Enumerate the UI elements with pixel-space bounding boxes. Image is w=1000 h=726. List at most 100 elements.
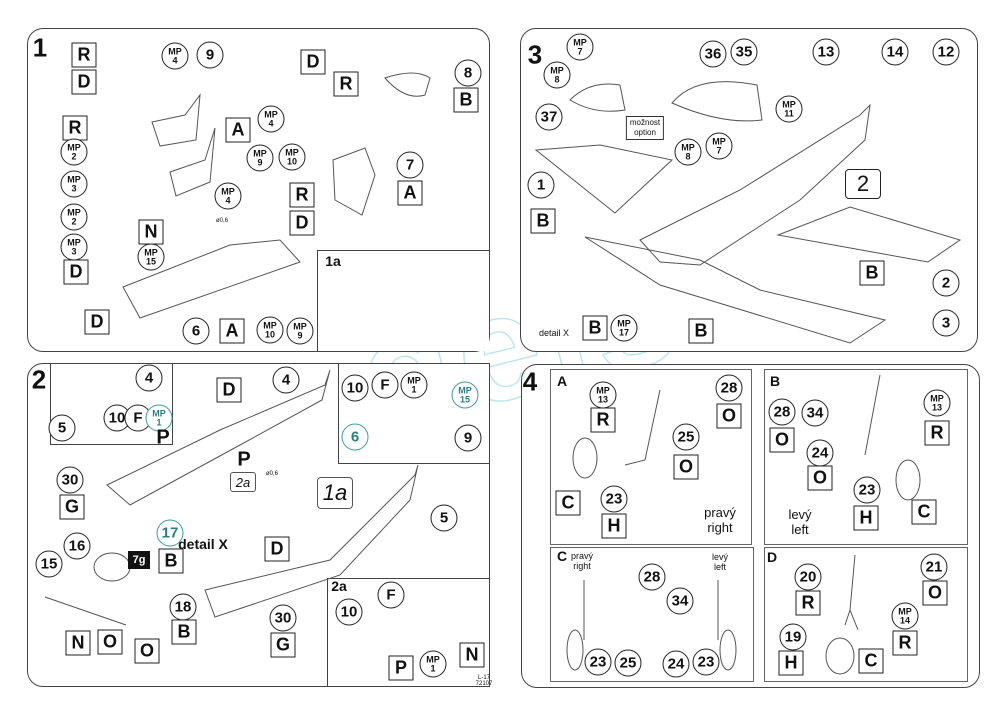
part-number-callout: 5 xyxy=(430,504,458,532)
sprue-letter-box: R xyxy=(795,590,821,616)
part-number-callout: 30 xyxy=(269,604,297,632)
part-number-callout: 17 xyxy=(156,519,184,547)
part-number-callout: 12 xyxy=(932,38,960,66)
masked-part-callout: MP 10 xyxy=(278,143,306,171)
part-number-callout: 18 xyxy=(169,593,197,621)
sprue-letter-box: H xyxy=(778,650,804,676)
strut-a xyxy=(624,389,661,466)
sprue-letter-box: D xyxy=(264,536,290,562)
sprue-letter-box: B xyxy=(171,619,197,645)
label-text: D xyxy=(766,549,778,565)
sprue-letter-box: B xyxy=(530,208,556,234)
masked-part-callout: MP 15 xyxy=(137,243,165,271)
sprue-letter-box: B xyxy=(453,87,479,113)
masked-part-callout: MP 13 xyxy=(589,381,617,409)
wheel-c-left xyxy=(566,629,584,671)
wheel-d xyxy=(825,637,855,675)
part-number-callout: 20 xyxy=(794,563,822,591)
part-number-callout: 3 xyxy=(932,309,960,337)
sprue-letter-box: N xyxy=(459,642,485,668)
part-number-callout: 25 xyxy=(672,423,700,451)
step-number: 1 xyxy=(32,32,48,63)
detail-reference-box: 1a xyxy=(317,477,353,509)
canopy-open xyxy=(569,83,626,112)
masked-part-callout: MP 3 xyxy=(60,233,88,261)
masked-part-callout: MP 9 xyxy=(246,144,274,172)
sprue-letter-box: C xyxy=(858,648,884,674)
dimension-note: ø0,6 xyxy=(215,218,229,224)
part-number-callout: 4 xyxy=(135,364,163,392)
small-label: detail X xyxy=(538,328,570,338)
step-number: 2 xyxy=(31,364,47,395)
masked-part-callout: MP 17 xyxy=(610,314,638,342)
masked-part-callout: MP 1 xyxy=(419,650,447,678)
masked-part-callout: MP 14 xyxy=(891,602,919,630)
masked-part-callout: MP 15 xyxy=(451,381,479,409)
label-text: detail X xyxy=(178,536,228,552)
part-number-callout: 23 xyxy=(600,485,628,513)
sprue-letter-box: G xyxy=(59,494,85,520)
side-label: pravý right xyxy=(704,505,736,535)
masked-part-callout: MP 3 xyxy=(60,170,88,198)
small-label: pravý right xyxy=(570,551,594,571)
part-number-callout: 28 xyxy=(638,563,666,591)
inset-1a xyxy=(317,250,489,351)
part-letter: P xyxy=(237,448,251,471)
part-number-callout: 15 xyxy=(35,550,63,578)
part-number-callout: F xyxy=(371,371,399,399)
instrument-panel xyxy=(332,147,376,216)
canopy-glare xyxy=(384,72,431,97)
part-number-callout: 28 xyxy=(768,398,796,426)
side-label: levý left xyxy=(788,507,812,537)
sprue-letter-box: B xyxy=(158,548,184,574)
sprue-letter-box: R xyxy=(924,420,950,446)
weight-badge: 7g xyxy=(128,551,150,569)
fuselage xyxy=(639,103,871,266)
part-number-callout: 35 xyxy=(730,38,758,66)
sprue-letter-box: R xyxy=(892,630,918,656)
part-number-callout: 8 xyxy=(454,59,482,87)
fuselage-half-right xyxy=(204,464,419,618)
part-number-callout: 6 xyxy=(341,423,369,451)
part-number-callout: 34 xyxy=(666,587,694,615)
spinner xyxy=(93,552,131,582)
part-number-callout: 21 xyxy=(920,553,948,581)
masked-part-callout: MP 4 xyxy=(257,105,285,133)
part-number-callout: 10 xyxy=(335,598,363,626)
part-number-callout: 25 xyxy=(614,649,642,677)
part-number-box: 2 xyxy=(845,169,881,199)
part-number-callout: 10 xyxy=(103,404,131,432)
part-number-callout: 37 xyxy=(535,103,563,131)
sprue-letter-box: D xyxy=(84,309,110,335)
wheel-c-right xyxy=(719,629,737,671)
sprue-letter-box: D xyxy=(63,259,89,285)
sprue-letter-box: R xyxy=(71,42,97,68)
masked-part-callout: MP 9 xyxy=(286,317,314,345)
small-label: levý left xyxy=(711,552,729,572)
sprue-letter-box: B xyxy=(582,315,608,341)
strut-d xyxy=(844,554,859,631)
seat-rear xyxy=(169,127,216,197)
part-number-callout: F xyxy=(377,581,405,609)
label-text: 1a xyxy=(325,253,341,269)
part-number-callout: 6 xyxy=(182,317,210,345)
masked-part-callout: MP 8 xyxy=(674,138,702,166)
part-number-callout: 9 xyxy=(196,41,224,69)
sprue-letter-box: O xyxy=(673,454,699,480)
part-number-callout: 23 xyxy=(853,476,881,504)
sprue-letter-box: O xyxy=(97,629,123,655)
sprue-letter-box: G xyxy=(270,632,296,658)
part-number-callout: 24 xyxy=(806,439,834,467)
right-wing xyxy=(776,206,962,263)
sprue-letter-box: A xyxy=(397,180,423,206)
masked-part-callout: MP 7 xyxy=(566,33,594,61)
part-letter: P xyxy=(156,426,170,449)
part-number-callout: 23 xyxy=(584,648,612,676)
sprue-letter-box: D xyxy=(216,377,242,403)
part-number-callout: 13 xyxy=(812,38,840,66)
sprue-letter-box: C xyxy=(555,490,581,516)
step-number: 4 xyxy=(522,366,538,397)
sprue-letter-box: R xyxy=(333,71,359,97)
sprue-letter-box: A xyxy=(225,117,251,143)
